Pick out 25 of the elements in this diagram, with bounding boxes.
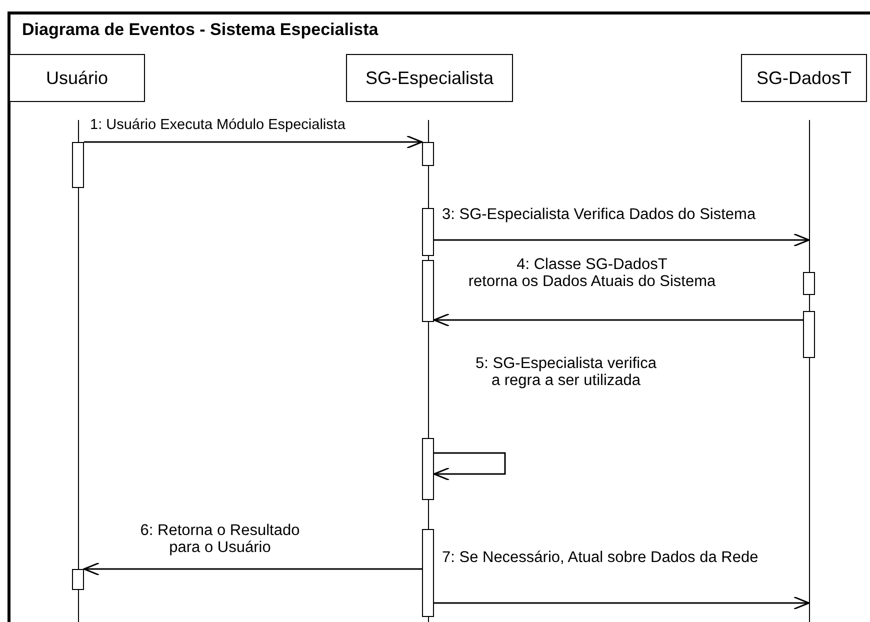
message-label: 7: Se Necessário, Atual sobre Dados da Rede: [442, 549, 758, 566]
message-arrow: [434, 233, 810, 247]
participant-box: Usuário: [9, 54, 145, 102]
message-arrow: [434, 596, 810, 610]
activation-bar: [803, 272, 815, 295]
participant-box: SG-Especialista: [346, 54, 513, 102]
activation-bar: [422, 529, 434, 617]
activation-bar: [72, 569, 84, 590]
activation-bar: [422, 208, 434, 256]
activation-bar: [72, 142, 84, 188]
activation-bar: [422, 260, 434, 322]
self-message-arrow: [433, 452, 506, 481]
message-arrow: [433, 313, 803, 327]
message-label: 5: SG-Especialista verifica a regra a ser utilizada: [474, 355, 658, 389]
message-label: 6: Retorna o Resultado para o Usuário: [139, 522, 301, 556]
message-label: 3: SG-Especialista Verifica Dados do Sistema: [442, 206, 756, 223]
message-label: 4: Classe SG-DadosT retorna os Dados Atuais do Sistema: [467, 256, 717, 290]
message-label: 1: Usuário Executa Módulo Especialista: [90, 117, 346, 134]
activation-bar: [422, 142, 434, 166]
diagram-title: Diagrama de Eventos - Sistema Especialista: [22, 20, 378, 40]
activation-bar: [803, 311, 815, 358]
participant-box: SG-DadosT: [741, 54, 867, 102]
activation-bar: [422, 438, 434, 500]
message-arrow: [83, 562, 422, 576]
message-arrow: [84, 135, 423, 149]
